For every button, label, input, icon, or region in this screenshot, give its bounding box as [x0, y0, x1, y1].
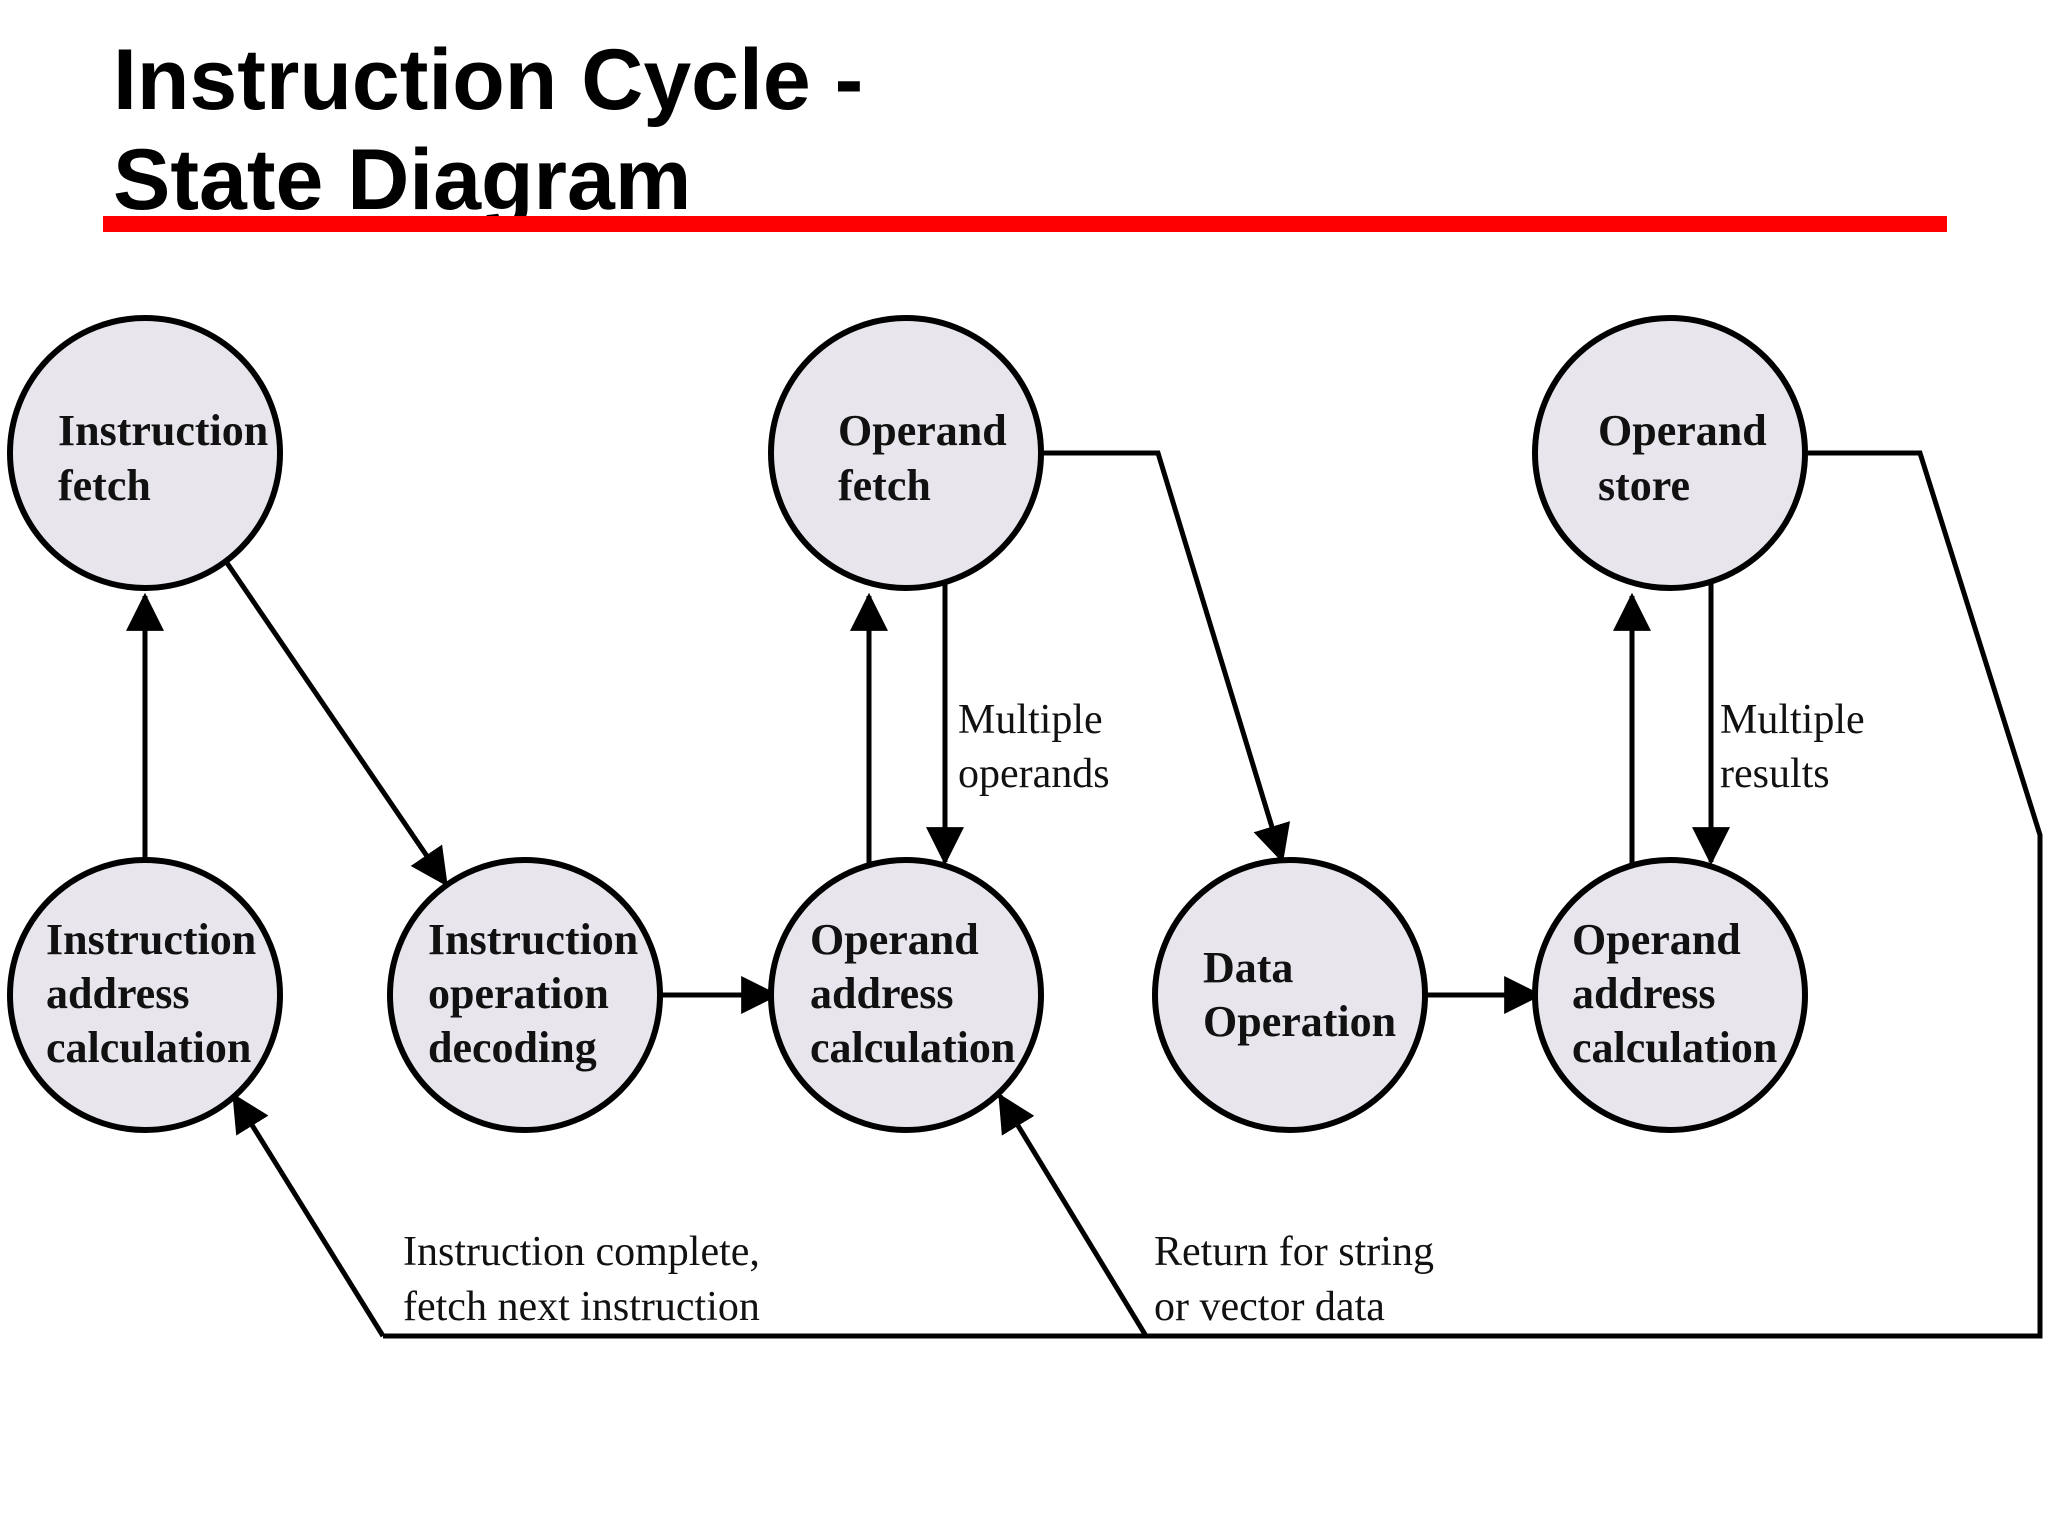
node-instruction-address-calculation [7, 857, 283, 1133]
title-underline [103, 216, 1947, 232]
slide-title: Instruction Cycle - State Diagram [113, 30, 863, 230]
label-operand-address-calculation-1: Operand address calculation [810, 915, 1015, 1072]
title-line-2: State Diagram [113, 132, 692, 228]
label-operand-fetch: Operand fetch [838, 406, 1018, 510]
nodes [7, 315, 1808, 1133]
node-operand-fetch [768, 315, 1044, 591]
node-labels: Instruction fetch Operand fetch Operand … [46, 406, 1778, 1072]
edge-ofetch-to-dataop [1040, 450, 1291, 864]
edge-ifetch-to-iod [222, 558, 449, 887]
label-instruction-fetch: Instruction fetch [58, 406, 279, 510]
edge-complete-to-iac [231, 1093, 386, 1338]
node-operand-store [1532, 315, 1808, 591]
label-instruction-address-calculation: Instruction address calculation [46, 915, 267, 1072]
label-multiple-results: Multiple results [1720, 697, 1875, 797]
edge-ostore-return-line [383, 450, 2043, 1339]
node-operand-address-calculation-2 [1532, 857, 1808, 1133]
edges [126, 450, 2043, 1339]
label-operand-store: Operand store [1598, 406, 1778, 510]
label-instruction-complete: Instruction complete, fetch next instruc… [403, 1229, 770, 1330]
node-data-operation [1152, 857, 1428, 1133]
node-instruction-fetch [7, 315, 283, 591]
label-data-operation: Data Operation [1203, 943, 1396, 1046]
edge-labels: Multiple operands Multiple results Instr… [403, 697, 1875, 1330]
edge-return-to-oac1 [997, 1093, 1149, 1338]
label-instruction-operation-decoding: Instruction operation decoding [428, 915, 649, 1072]
node-instruction-operation-decoding [387, 857, 663, 1133]
title-line-1: Instruction Cycle - [113, 32, 864, 128]
node-operand-address-calculation-1 [768, 857, 1044, 1133]
label-multiple-operands: Multiple operands [958, 697, 1113, 797]
label-operand-address-calculation-2: Operand address calculation [1572, 915, 1777, 1072]
label-return-for-string: Return for string or vector data [1154, 1229, 1444, 1330]
